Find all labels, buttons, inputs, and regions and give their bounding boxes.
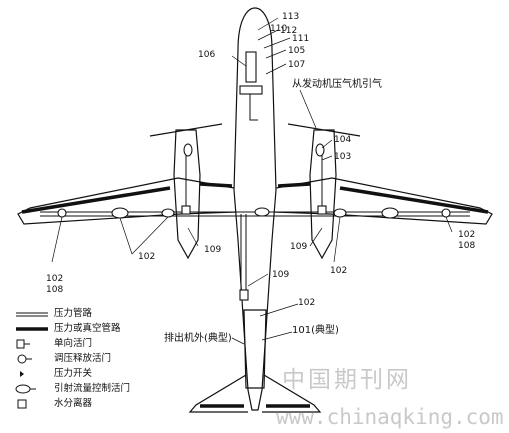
center-ejector-valve [254, 207, 270, 217]
callout-102-right-wingtip: 102 [458, 230, 476, 240]
right-nacelle-valve [315, 143, 325, 157]
pressure-line-icon [16, 312, 48, 317]
legend-label: 压力管路 [54, 308, 93, 319]
legend-label: 水分离器 [54, 398, 93, 409]
callout-106: 106 [198, 50, 216, 60]
right-wing-outline [273, 177, 493, 225]
callout-108-left-wingtip: 108 [46, 285, 64, 295]
legend-row: 压力开关 [14, 368, 174, 383]
nose-equipment-block [245, 51, 257, 83]
legend-row: 单向活门 [14, 338, 174, 353]
left-propeller [149, 123, 223, 137]
tail-cone [243, 309, 267, 389]
legend-row: 水分离器 [14, 398, 174, 413]
left-nacelle-valve [183, 143, 193, 157]
callout-107: 107 [288, 60, 306, 70]
legend-row: 压力管路 [14, 308, 174, 323]
legend-label: 压力或真空管路 [54, 323, 121, 334]
callout-102-left-wingtip: 102 [46, 274, 64, 284]
right-ejector-valve [381, 207, 399, 219]
ejector-flow-control-valve-icon [15, 384, 36, 394]
right-outer-boot [339, 186, 489, 214]
legend-row: 引射流量控制活门 [14, 383, 174, 398]
right-inner-boot [277, 182, 311, 188]
callout-102-aft: 102 [298, 298, 316, 308]
legend-label: 引射流量控制活门 [54, 383, 131, 394]
callout-102-right-inner: 102 [330, 266, 348, 276]
callout-102-left-inner: 102 [138, 252, 156, 262]
legend-row: 调压释放活门 [14, 353, 174, 368]
right-water-separator [317, 205, 327, 215]
right-inner-ejector-valve [333, 208, 347, 218]
callout-113: 113 [282, 12, 300, 22]
legend-label: 调压释放活门 [54, 353, 112, 364]
horizontal-tail-outline [188, 374, 322, 413]
legend-label: 压力开关 [54, 368, 93, 379]
left-inner-ejector-valve [161, 208, 175, 218]
callout-111: 111 [292, 34, 310, 44]
left-nacelle-outline [173, 129, 201, 260]
callout-109-right: 109 [290, 242, 308, 252]
right-wingtip-valve [441, 208, 451, 218]
fuselage-check-valve [239, 289, 249, 301]
watermark-cn: 中国期刊网 [282, 367, 412, 393]
pressure-switch-icon [20, 371, 24, 377]
check-valve-icon [16, 339, 30, 349]
callout-engine-bleed: 从发动机压气机引气 [292, 79, 382, 90]
callout-101-typical: 101(典型) [292, 325, 339, 336]
callout-109-left: 109 [204, 245, 222, 255]
legend: 压力管路 压力或真空管路 单向活门 调压释放活门 压力开关 引射流量控制活门 水… [14, 308, 174, 413]
callout-104: 104 [334, 135, 352, 145]
left-water-separator [181, 205, 191, 215]
left-wingtip-valve [57, 208, 67, 218]
callout-105: 105 [288, 46, 306, 56]
callout-108-right-wingtip: 108 [458, 241, 476, 251]
callout-112: 112 [280, 26, 298, 36]
pressure-relief-valve-icon [17, 354, 32, 364]
callout-exhaust-overboard: 排出机外(典型) [164, 333, 232, 344]
callout-109-fuselage: 109 [272, 270, 290, 280]
callout-103: 103 [334, 152, 352, 162]
right-propeller [287, 123, 361, 137]
legend-label: 单向活门 [54, 338, 93, 349]
left-wing-outline [17, 177, 237, 225]
legend-row: 压力或真空管路 [14, 323, 174, 338]
left-outer-boot [21, 186, 171, 214]
engine-bleed-line [249, 92, 258, 121]
left-inner-boot [199, 182, 233, 188]
watermark-url: www.chinaqking.com [276, 405, 504, 429]
water-separator-icon [17, 399, 27, 409]
left-ejector-valve [111, 207, 129, 219]
callout-110: 110 [270, 24, 288, 34]
right-nacelle-outline [309, 129, 337, 260]
nose-manifold [239, 85, 263, 95]
fuselage-outline [233, 7, 277, 411]
pressure-or-vacuum-line-icon [16, 327, 48, 331]
